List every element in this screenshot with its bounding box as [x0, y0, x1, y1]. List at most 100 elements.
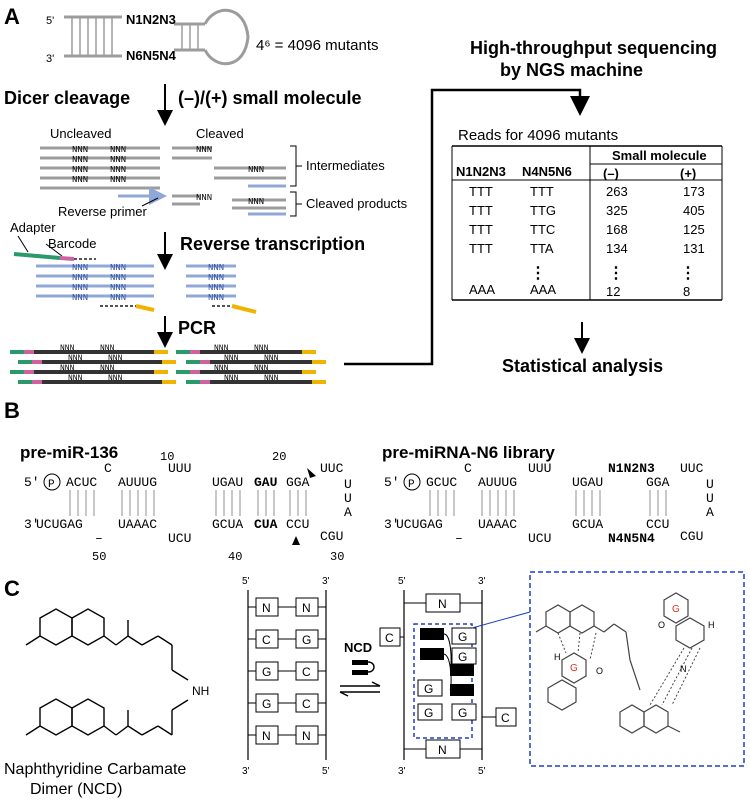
cleaved-label: Cleaved [196, 126, 244, 141]
nnn-mark: NNN [196, 145, 212, 155]
nnn-mark: NNN [72, 273, 88, 283]
rt-b: AUUUG [478, 475, 517, 490]
rb-a: UCUGAG [396, 517, 443, 532]
duplex-base-left: G [262, 697, 271, 711]
duplex-5p: 5' [242, 576, 250, 587]
bound-bottom-n: N [438, 743, 447, 757]
ncd-arrow-label: NCD [344, 640, 372, 655]
bound-g3: G [424, 682, 433, 696]
l-loop-u1: U [344, 477, 352, 492]
lb-bold: CUA [254, 517, 278, 532]
vdots: ⋮ [530, 265, 546, 282]
dicer-label: Dicer cleavage [4, 88, 130, 108]
bound-duplex: 5' 3' N C G G G G G C N 3' 5' [379, 576, 531, 777]
mutant-count: 4⁶ = 4096 mutants [256, 37, 379, 54]
lt-c: UGAU [212, 475, 243, 490]
rb-loop: UCU [528, 531, 551, 546]
pre-mir-136-title: pre-miR-136 [20, 443, 118, 462]
adapter-label: Adapter [10, 220, 56, 235]
n123-label: N1N2N3 [126, 12, 176, 27]
nnn-mark: NNN [208, 273, 224, 283]
minus-header: (–) [603, 166, 619, 181]
pcr-label: PCR [178, 318, 216, 338]
group-header: Small molecule [612, 148, 707, 163]
nnn-mark: NNN [110, 283, 126, 293]
r-loop-u1: U [706, 477, 714, 492]
nnn-mark: NNN [110, 273, 126, 283]
three-prime-label: 3' [46, 53, 54, 65]
flip-c-right: C [501, 711, 510, 725]
duplex-3p-bottom: 3' [242, 766, 250, 777]
table-cell: 168 [606, 222, 628, 237]
nnn-mark: NNN [68, 374, 83, 383]
nnn-mark: NNN [60, 344, 75, 353]
last-row-c1: AAA [469, 282, 495, 297]
duplex-base-left: N [262, 729, 271, 743]
r-loop-a: A [706, 505, 714, 520]
num-40: 40 [228, 550, 242, 564]
table-cell: TTC [530, 222, 555, 237]
nnn-mark: NNN [72, 283, 88, 293]
rt-loop: UUU [528, 461, 551, 476]
rt-c: UGAU [572, 475, 603, 490]
lb-d: CCU [286, 517, 309, 532]
uncleaved-label: Uncleaved [50, 126, 111, 141]
bound-top-n: N [438, 597, 447, 611]
panel-a-label: A [4, 4, 20, 29]
lb-b: UAAAC [118, 517, 157, 532]
table-cell: 131 [683, 241, 705, 256]
inset-o: O [596, 666, 603, 676]
nnn-mark: NNN [224, 354, 239, 363]
five-p: 5' [384, 475, 400, 490]
table-cell: TTT [469, 184, 493, 199]
col2-header: N4N5N6 [522, 164, 572, 179]
ncd-icon [352, 660, 375, 675]
five-p: 5' [24, 475, 40, 490]
table-cell: TTT [469, 241, 493, 256]
last-row-c2: AAA [530, 282, 556, 297]
nnn-mark: NNN [110, 293, 126, 303]
nnn-mark: NNN [110, 155, 126, 165]
nnn-mark: NNN [72, 165, 88, 175]
table-cell: 325 [606, 203, 628, 218]
barcode-label: Barcode [48, 236, 96, 251]
col1-header: N1N2N3 [456, 164, 506, 179]
lt-d: GGA [286, 475, 310, 490]
bound-g5: G [458, 706, 467, 720]
nnn-mark: NNN [108, 354, 123, 363]
nnn-mark: NNN [60, 364, 75, 373]
num-50: 50 [92, 550, 106, 564]
nnn-mark: NNN [208, 283, 224, 293]
vdots: ⋮ [608, 265, 624, 282]
pre-mir-136-structure: 5' P ACUC C AUUUG 10 UUU UGAU GAU GGA 20… [24, 450, 352, 564]
rt-n: N1N2N3 [608, 461, 655, 476]
reads-title: Reads for 4096 mutants [458, 127, 618, 144]
library-title: pre-miRNA-N6 library [382, 443, 555, 462]
bound-g1: G [458, 630, 467, 644]
nnn-mark: NNN [208, 293, 224, 303]
ncd-name-line1: Naphthyridine Carbamate [4, 761, 186, 778]
panel-c-label: C [4, 576, 20, 601]
table-cell: TTT [469, 203, 493, 218]
lt-bulge-c: C [104, 461, 112, 476]
rt-strands: NNN NNN NNN NNN NNN NNN NNN NNN NNN NNN … [36, 263, 257, 314]
last-row-c3: 12 [606, 284, 620, 299]
reverse-primer-label: Reverse primer [58, 204, 148, 219]
table-cell: TTA [530, 241, 554, 256]
lb-a: UCUGAG [36, 517, 83, 532]
l-loop-top: UUC [320, 461, 344, 476]
lt-loop: UUU [168, 461, 191, 476]
small-molecule-label: (–)/(+) small molecule [178, 88, 362, 108]
rb-c: GCUA [572, 517, 603, 532]
five-prime-label: 5' [46, 15, 54, 27]
plus-header: (+) [680, 166, 696, 181]
rt-label: Reverse transcription [180, 234, 365, 254]
inset-h: H [554, 652, 561, 662]
ngs-line2: by NGS machine [500, 60, 643, 80]
